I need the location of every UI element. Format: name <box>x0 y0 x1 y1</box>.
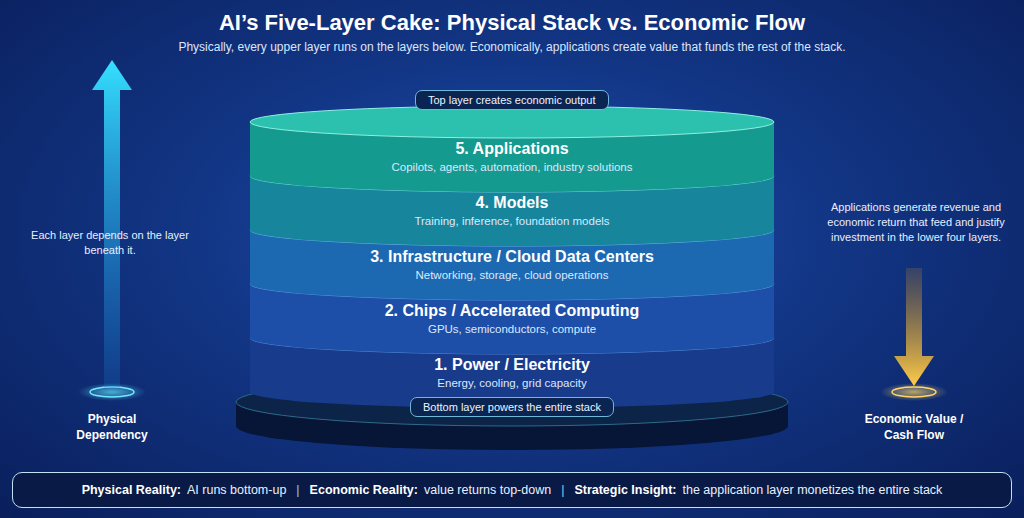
diagram-title: AI’s Five-Layer Cake: Physical Stack vs.… <box>0 10 1024 36</box>
layer-title: 5. Applications <box>455 140 568 158</box>
layer-desc: Copilots, agents, automation, industry s… <box>392 161 633 173</box>
side-note: Economic Value / Cash Flow <box>854 412 974 443</box>
insight-head: Physical Reality: <box>82 483 181 497</box>
subtitle: Physically, every upper layer runs on th… <box>40 40 984 54</box>
separator: | <box>296 483 299 497</box>
insight-head: Economic Reality: <box>310 483 418 497</box>
layer-title: 4. Models <box>476 194 549 212</box>
insight-bar: Physical Reality: AI runs bottom-up | Econo… <box>12 472 1012 508</box>
insight-text: value returns top-down <box>424 483 551 497</box>
insight-head: Strategic Insight: <box>574 483 676 497</box>
callout-pill: Top layer creates economic output <box>415 90 609 110</box>
stack-layer: 3. Infrastructure / Cloud Data CentersNe… <box>262 240 762 288</box>
separator: | <box>561 483 564 497</box>
side-note: Each layer depends on the layer beneath … <box>30 228 190 258</box>
insight-text: AI runs bottom-up <box>187 483 286 497</box>
callout-pill: Bottom layer powers the entire stack <box>410 397 614 417</box>
stack-layer: 4. ModelsTraining, inference, foundation… <box>262 186 762 234</box>
layer-title: 1. Power / Electricity <box>434 356 590 374</box>
layer-desc: Training, inference, foundation models <box>414 215 609 227</box>
layer-desc: GPUs, semiconductors, compute <box>428 323 596 335</box>
stack-layer: 5. ApplicationsCopilots, agents, automat… <box>262 132 762 180</box>
stack-layer: 1. Power / ElectricityEnergy, cooling, g… <box>262 348 762 396</box>
side-note: Physical Dependency <box>52 412 172 443</box>
layer-desc: Networking, storage, cloud operations <box>415 269 608 281</box>
insight-text: the application layer monetizes the enti… <box>682 483 942 497</box>
layer-title: 2. Chips / Accelerated Computing <box>385 302 640 320</box>
pill-text: Top layer creates economic output <box>428 94 596 106</box>
stack-layer: 2. Chips / Accelerated ComputingGPUs, se… <box>262 294 762 342</box>
layer-title: 3. Infrastructure / Cloud Data Centers <box>370 248 654 266</box>
side-note: Applications generate revenue and econom… <box>826 200 1006 245</box>
layer-desc: Energy, cooling, grid capacity <box>437 377 586 389</box>
pill-text: Bottom layer powers the entire stack <box>423 401 601 413</box>
